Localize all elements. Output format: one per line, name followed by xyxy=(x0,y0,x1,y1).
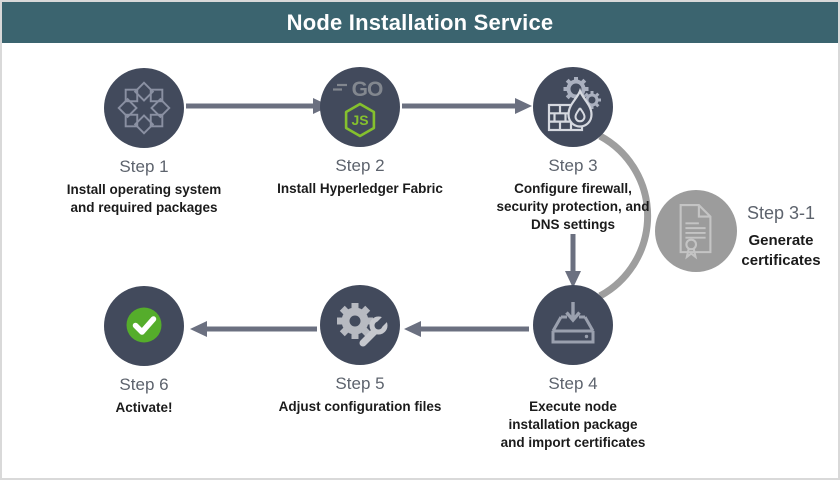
step-5-description: Adjust configuration files xyxy=(278,399,442,414)
install-package-icon xyxy=(551,302,595,344)
arrowhead-step4 xyxy=(565,271,581,288)
step-3-1-description: Generate certificates xyxy=(741,232,821,269)
arrowhead-step6 xyxy=(190,321,207,337)
step-5-circle xyxy=(320,285,400,365)
step-2-label: Step 2 xyxy=(335,156,385,175)
step-3-1-label: Step 3-1 xyxy=(746,203,816,223)
check-icon xyxy=(126,307,162,343)
step-4-circle xyxy=(533,285,613,365)
step-5: Step 5 Adjust configuration files xyxy=(245,285,475,416)
step-3-1-text: Step 3-1 Generate certificates xyxy=(733,203,829,270)
step-1-circle xyxy=(104,68,184,148)
step-3: Step 3 Configure firewall, security prot… xyxy=(458,67,688,233)
step-6-label: Step 6 xyxy=(119,375,169,394)
arc-step3-to-step4 xyxy=(598,132,652,300)
step-3-circle xyxy=(533,67,613,147)
step-2-circle: GO JS xyxy=(320,67,400,147)
step-6-description: Activate! xyxy=(115,400,173,415)
step-4-description: Execute node installation package and im… xyxy=(500,399,646,450)
step-4-label: Step 4 xyxy=(548,374,598,393)
centos-icon xyxy=(117,81,171,135)
certificate-icon xyxy=(679,204,712,260)
arrowhead-step5 xyxy=(404,321,421,337)
page-title: Node Installation Service xyxy=(286,9,554,35)
go-logo-text: GO xyxy=(352,78,383,101)
step-1-description: Install operating system and required pa… xyxy=(66,182,222,215)
step-4: Step 4 Execute node installation package… xyxy=(458,285,688,451)
go-nodejs-icon: GO JS xyxy=(333,78,384,138)
step-1: Step 1 Install operating system and requ… xyxy=(29,68,259,217)
header-bar: Node Installation Service xyxy=(2,2,838,43)
step-3-1-circle xyxy=(655,190,737,272)
step-6-circle xyxy=(104,286,184,366)
step-5-label: Step 5 xyxy=(335,374,385,393)
step-1-label: Step 1 xyxy=(119,157,169,176)
step-2-description: Install Hyperledger Fabric xyxy=(277,181,443,196)
step-3-description: Configure firewall, security protection,… xyxy=(496,181,650,232)
step-2: GO JS Step 2 Install Hyperledger Fabric xyxy=(245,67,475,198)
arrowhead-step3 xyxy=(515,98,532,114)
nodejs-logo-text: JS xyxy=(351,112,368,128)
step-6: Step 6 Activate! xyxy=(29,286,259,417)
step-3-label: Step 3 xyxy=(548,156,598,175)
firewall-security-icon xyxy=(547,77,601,132)
gear-wrench-icon xyxy=(337,303,390,347)
